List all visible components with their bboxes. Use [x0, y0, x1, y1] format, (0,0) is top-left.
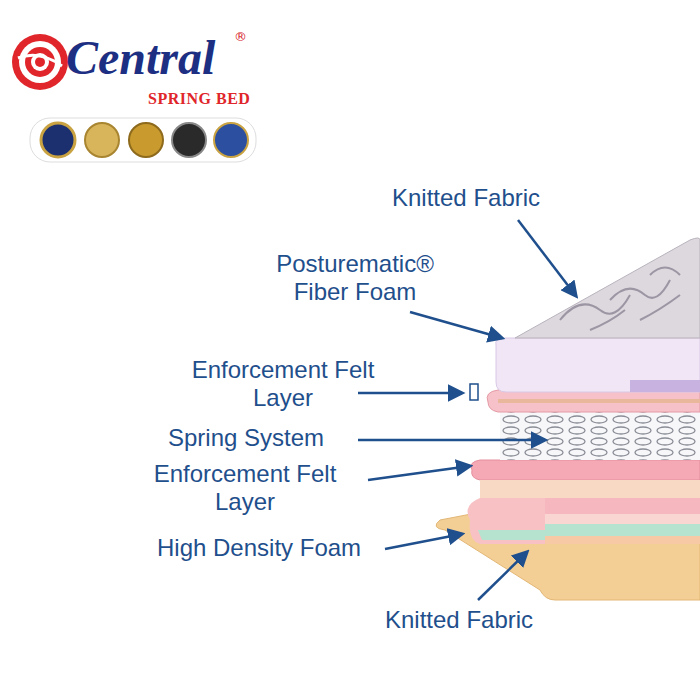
mattress-layers	[436, 238, 700, 600]
registered-mark: ®	[234, 30, 247, 44]
brand-subtitle: SPRING BED	[148, 90, 250, 108]
part-label: Enforcement Felt Layer	[130, 460, 360, 516]
part-label: Spring System	[168, 424, 324, 452]
part-label: Knitted Fabric	[385, 606, 533, 634]
part-label: Enforcement Felt Layer	[168, 356, 398, 412]
brand-name: Central	[66, 32, 215, 84]
part-label: High Density Foam	[157, 534, 361, 562]
award-badges	[30, 118, 256, 162]
part-label: Knitted Fabric	[392, 184, 540, 212]
part-label: Posturematic® Fiber Foam	[255, 250, 455, 306]
logo-mark	[12, 34, 68, 90]
